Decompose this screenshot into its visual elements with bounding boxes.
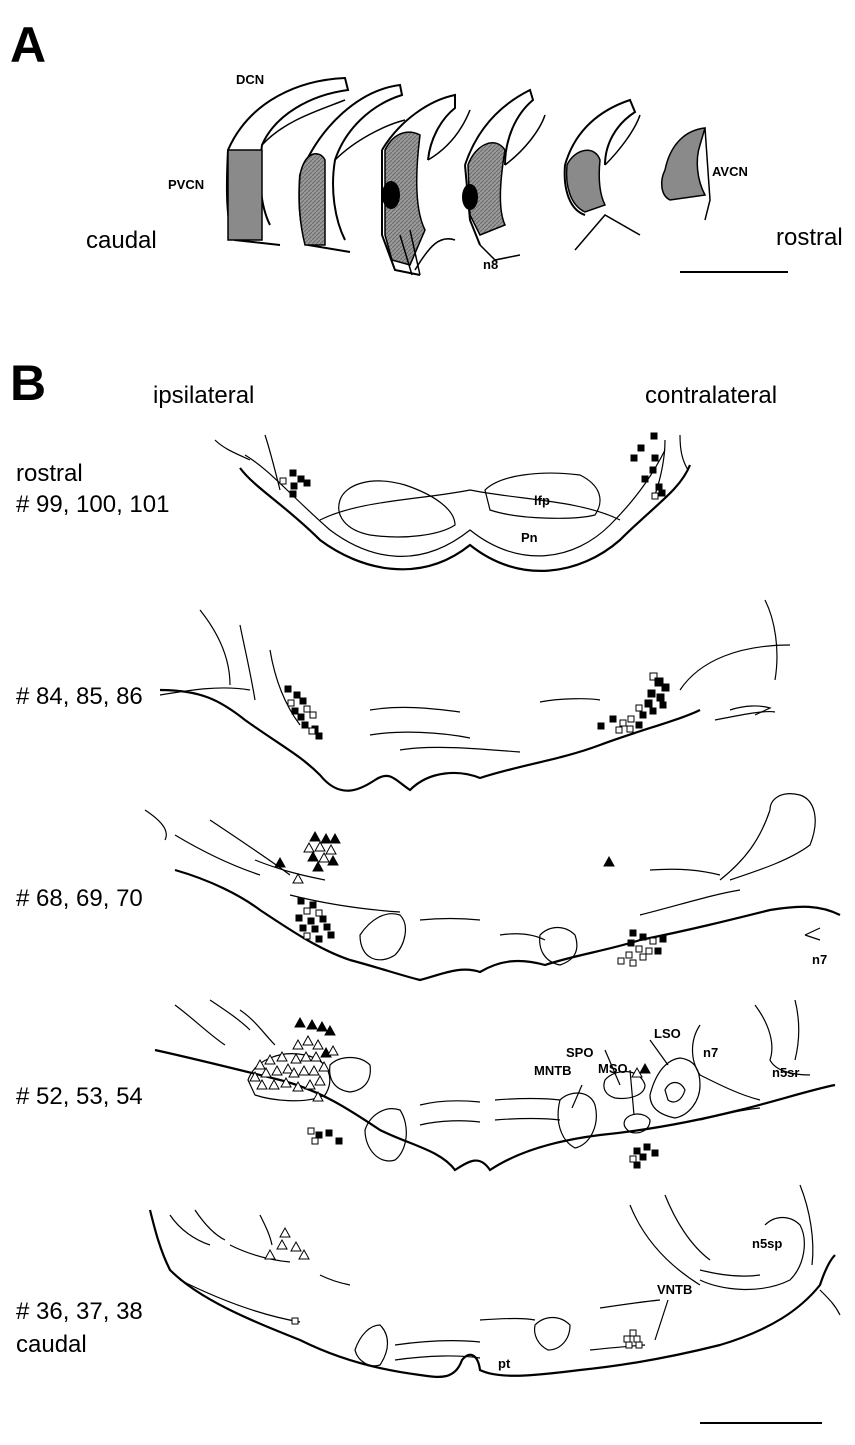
section-52: [154, 999, 836, 1172]
panel-b-letter: B: [10, 355, 47, 411]
section-1-line2: # 99, 100, 101: [16, 491, 170, 518]
section-5-line1: # 36, 37, 38: [16, 1298, 143, 1325]
label-mntb: MNTB: [534, 1063, 572, 1078]
n8-nerve: [399, 229, 421, 276]
cn-section-1: [225, 76, 350, 246]
label-caudal-a: caudal: [86, 227, 157, 254]
label-n8: n8: [483, 257, 499, 272]
label-n7-a: n7: [812, 952, 828, 967]
label-dcn: DCN: [236, 72, 265, 87]
section-68: [144, 793, 841, 982]
label-spo: SPO: [566, 1045, 594, 1060]
label-pn: Pn: [521, 530, 538, 545]
section-5-line2: caudal: [16, 1331, 87, 1358]
cn-section-6: [660, 127, 711, 221]
section-4-line1: # 52, 53, 54: [16, 1083, 143, 1110]
markers-68: [274, 830, 667, 967]
section-rostral: [214, 434, 692, 572]
markers-caudal: [264, 1226, 643, 1349]
markers-84: [284, 672, 670, 740]
cn-section-3: [381, 93, 471, 276]
label-lfp: lfp: [534, 493, 550, 508]
label-pvcn: PVCN: [168, 177, 205, 192]
section-caudal: [148, 1184, 841, 1378]
label-avcn: AVCN: [712, 164, 748, 179]
brainstem-sections: [144, 434, 841, 1378]
markers-52: [249, 1016, 659, 1169]
section-1-line1: rostral: [16, 460, 83, 487]
section-84: [159, 599, 791, 792]
label-rostral-a: rostral: [776, 224, 843, 251]
leader-lines: [571, 1039, 669, 1341]
label-lso: LSO: [654, 1026, 681, 1041]
label-ipsilateral: ipsilateral: [153, 382, 255, 409]
section-2-line1: # 84, 85, 86: [16, 683, 143, 710]
label-mso: MSO: [598, 1061, 628, 1076]
markers-rostral: [279, 432, 666, 500]
cell-markers: [249, 432, 670, 1349]
cn-section-2: [298, 83, 406, 253]
label-n5sp: n5sp: [752, 1236, 783, 1251]
label-contralateral: contralateral: [645, 382, 778, 409]
cn-section-5: [563, 98, 641, 251]
label-pt: pt: [498, 1356, 511, 1371]
cn-section-4: [462, 88, 546, 261]
label-vntb: VNTB: [657, 1282, 693, 1297]
label-n5sr: n5sr: [772, 1065, 800, 1080]
panel-a-letter: A: [10, 17, 47, 73]
section-3-line1: # 68, 69, 70: [16, 885, 143, 912]
label-n7-b: n7: [703, 1045, 719, 1060]
cochlear-nucleus-sections: [225, 76, 711, 276]
